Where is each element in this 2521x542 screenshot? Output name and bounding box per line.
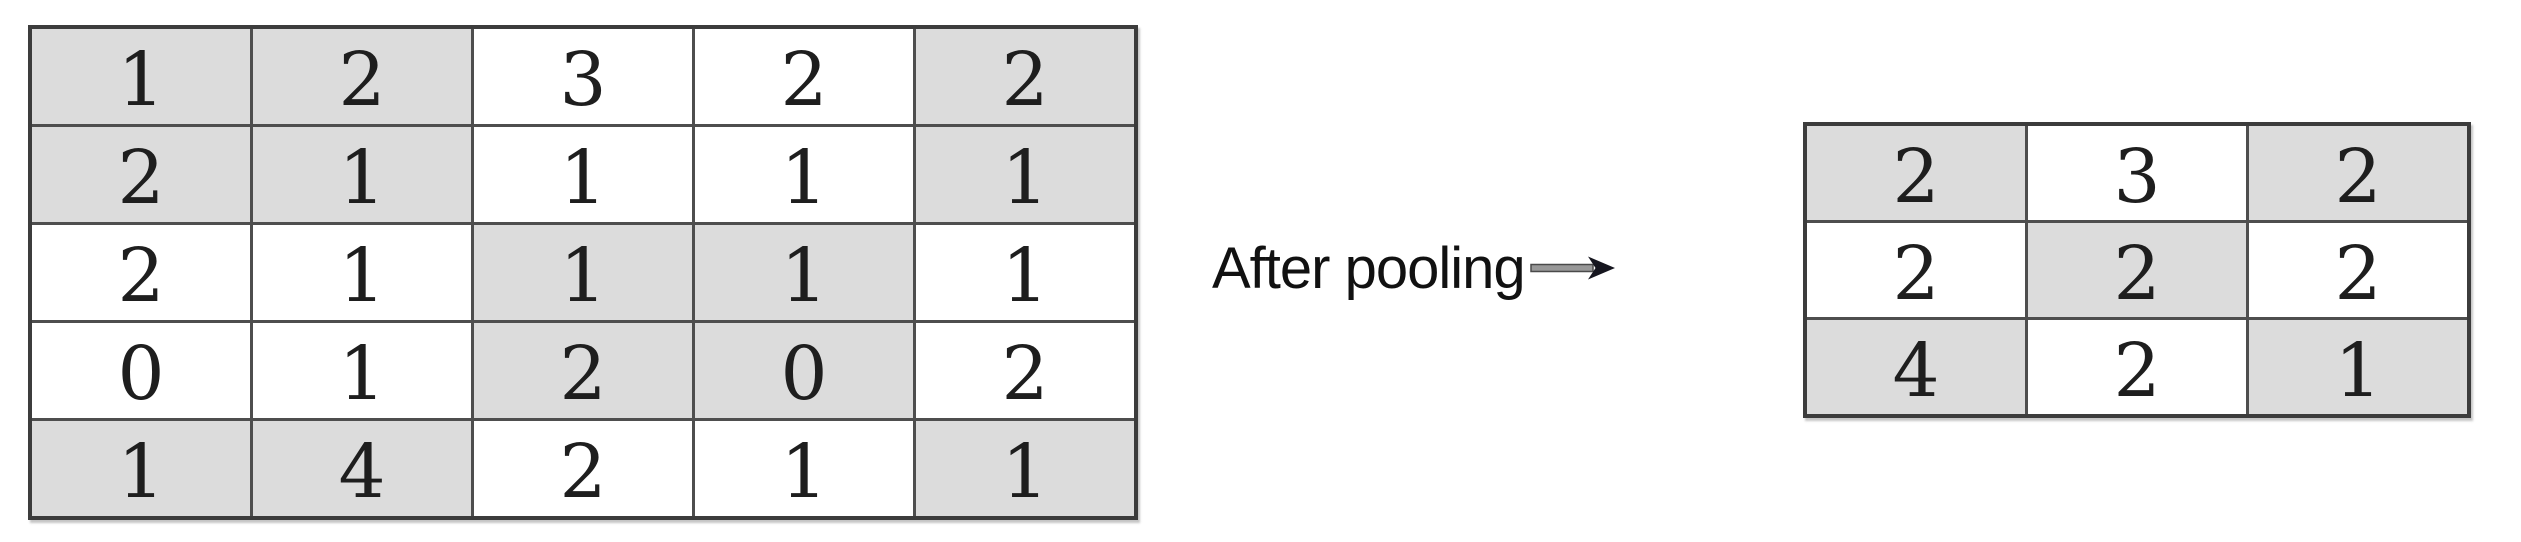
grid-cell: 2 (1803, 220, 2028, 320)
grid-cell: 2 (913, 320, 1138, 421)
grid-cell: 4 (250, 418, 474, 520)
grid-cell: 2 (28, 222, 253, 323)
grid-cell: 1 (913, 222, 1138, 323)
grid-cell: 2 (913, 25, 1138, 127)
grid-cell: 2 (2246, 122, 2471, 223)
grid-cell: 1 (913, 124, 1138, 225)
grid-cell: 4 (1803, 317, 2028, 418)
grid-cell: 1 (471, 124, 695, 225)
grid-cell: 1 (692, 222, 916, 323)
grid-cell: 2 (471, 418, 695, 520)
grid-cell: 2 (2246, 220, 2471, 320)
grid-cell: 2 (692, 25, 916, 127)
grid-cell: 1 (250, 320, 474, 421)
grid-cell: 0 (28, 320, 253, 421)
grid-cell: 1 (28, 25, 253, 127)
grid-cell: 1 (692, 418, 916, 520)
grid-cell: 0 (692, 320, 916, 421)
grid-cell: 1 (913, 418, 1138, 520)
grid-cell: 1 (250, 124, 474, 225)
grid-cell: 1 (692, 124, 916, 225)
grid-cell: 2 (250, 25, 474, 127)
grid-cell: 2 (2025, 220, 2249, 320)
grid-cell: 2 (1803, 122, 2028, 223)
pooling-label: After pooling (1212, 235, 1526, 301)
grid-cell: 2 (28, 124, 253, 225)
grid-cell: 3 (2025, 122, 2249, 223)
pooling-caption: After pooling (1212, 235, 1616, 301)
grid-cell: 1 (28, 418, 253, 520)
grid-cell: 2 (471, 320, 695, 421)
grid-cell: 1 (2246, 317, 2471, 418)
right-arrow-icon (1529, 256, 1615, 280)
grid-cell: 2 (2025, 317, 2249, 418)
grid-cell: 3 (471, 25, 695, 127)
grid-cell: 1 (471, 222, 695, 323)
grid-cell: 1 (250, 222, 474, 323)
